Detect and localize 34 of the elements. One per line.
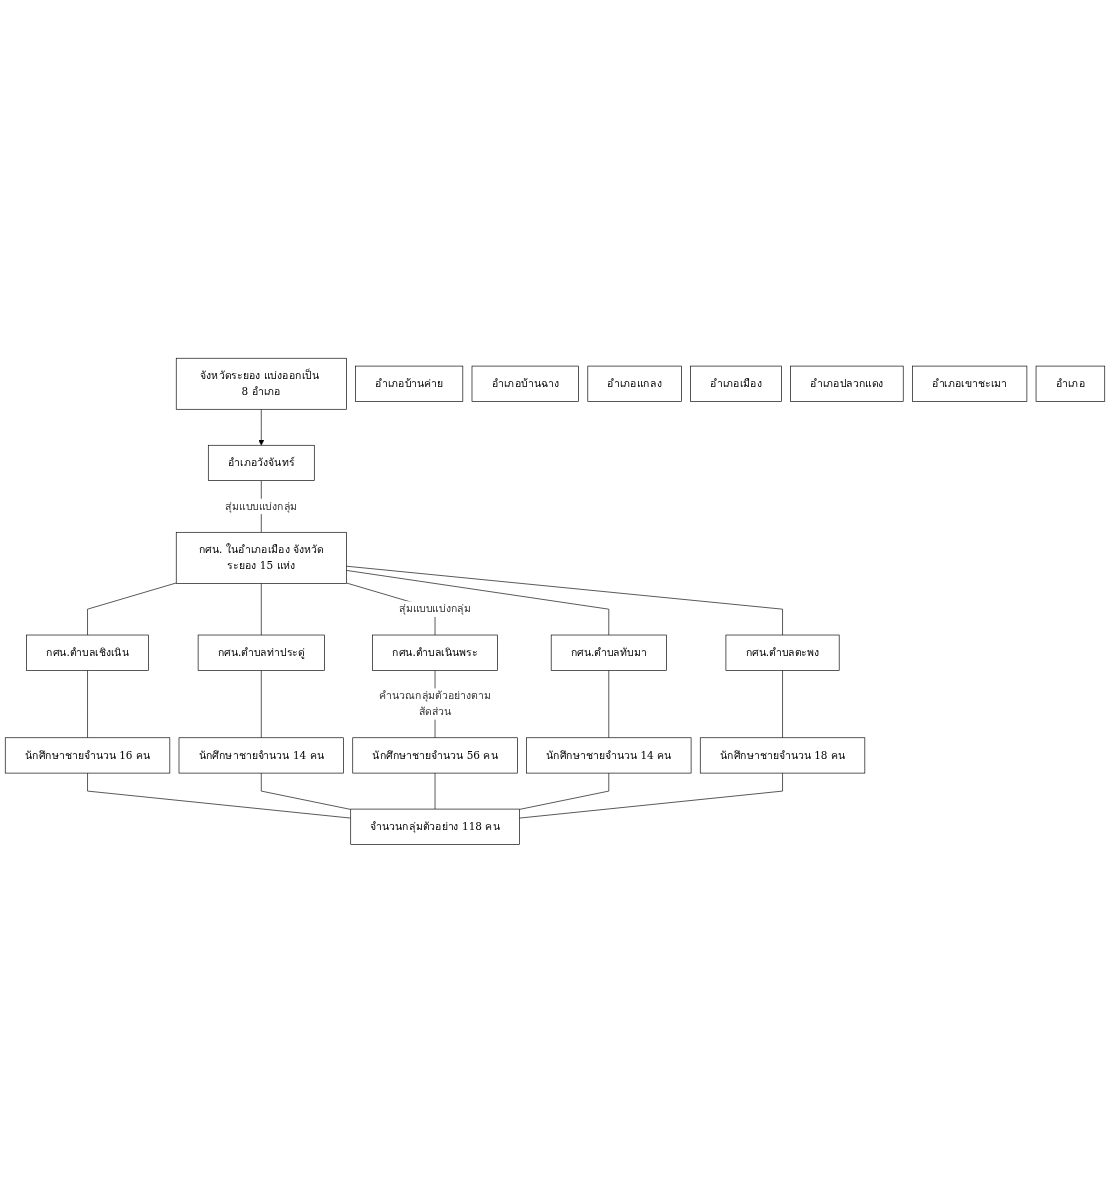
edge-label: สุ่มแบบแบ่งกลุ่ม <box>225 500 298 513</box>
connector <box>260 670 262 739</box>
node-box: นักศึกษาชายจำนวน 14 คน <box>526 737 692 774</box>
node-box: อำเภอปลวกแดง <box>790 365 904 402</box>
node-box: กศน.ตำบลทับมา <box>550 634 667 671</box>
node-box: กศน.ตำบลเนินพระ <box>372 634 498 671</box>
connector <box>782 670 783 739</box>
node-box: นักศึกษาชายจำนวน 16 คน <box>4 737 171 774</box>
edge-label: คำนวณกลุ่มตัวอย่างตามสัดส่วน <box>379 689 491 718</box>
node-box: อำเภอเมือง <box>690 365 782 402</box>
connector <box>519 772 610 810</box>
node-box: อำเภอบ้านค่าย <box>355 365 464 402</box>
node-box: กศน.ตำบลตะพง <box>725 634 840 671</box>
node-box: นักศึกษาชายจำนวน 18 คน <box>699 737 866 774</box>
connector <box>260 583 262 636</box>
connector <box>87 772 352 819</box>
node-box: นักศึกษาชายจำนวน 56 คน <box>352 737 518 774</box>
connector <box>519 772 783 819</box>
node-box: กศน. ในอำเภอเมือง จังหวัดระยอง 15 แห่ง <box>175 532 347 584</box>
node-box: นักศึกษาชายจำนวน 14 คน <box>178 737 344 774</box>
node-box: อำเภอแกลง <box>587 365 682 402</box>
node-box: อำเภอเขาชะเมา <box>912 365 1028 402</box>
node-box: อำเภอบ้านฉาง <box>471 365 579 402</box>
connector <box>87 582 177 636</box>
node-box: จังหวัดระยอง แบ่งออกเป็น 8 อำเภอ <box>175 358 347 410</box>
node-box: อำเภอ <box>1035 365 1106 402</box>
connector <box>608 670 610 739</box>
node-box: กศน.ตำบลท่าประดู่ <box>197 634 325 671</box>
node-box: จำนวนกลุ่มตัวอย่าง 118 คน <box>350 808 520 845</box>
connector <box>87 670 88 739</box>
node-box: อำเภอวังจันทร์ <box>207 445 315 482</box>
connector <box>260 772 352 810</box>
node-box: กศน.ตำบลเชิงเนิน <box>26 634 149 671</box>
edge-label: สุ่มแบบแบ่งกลุ่ม <box>399 602 472 616</box>
